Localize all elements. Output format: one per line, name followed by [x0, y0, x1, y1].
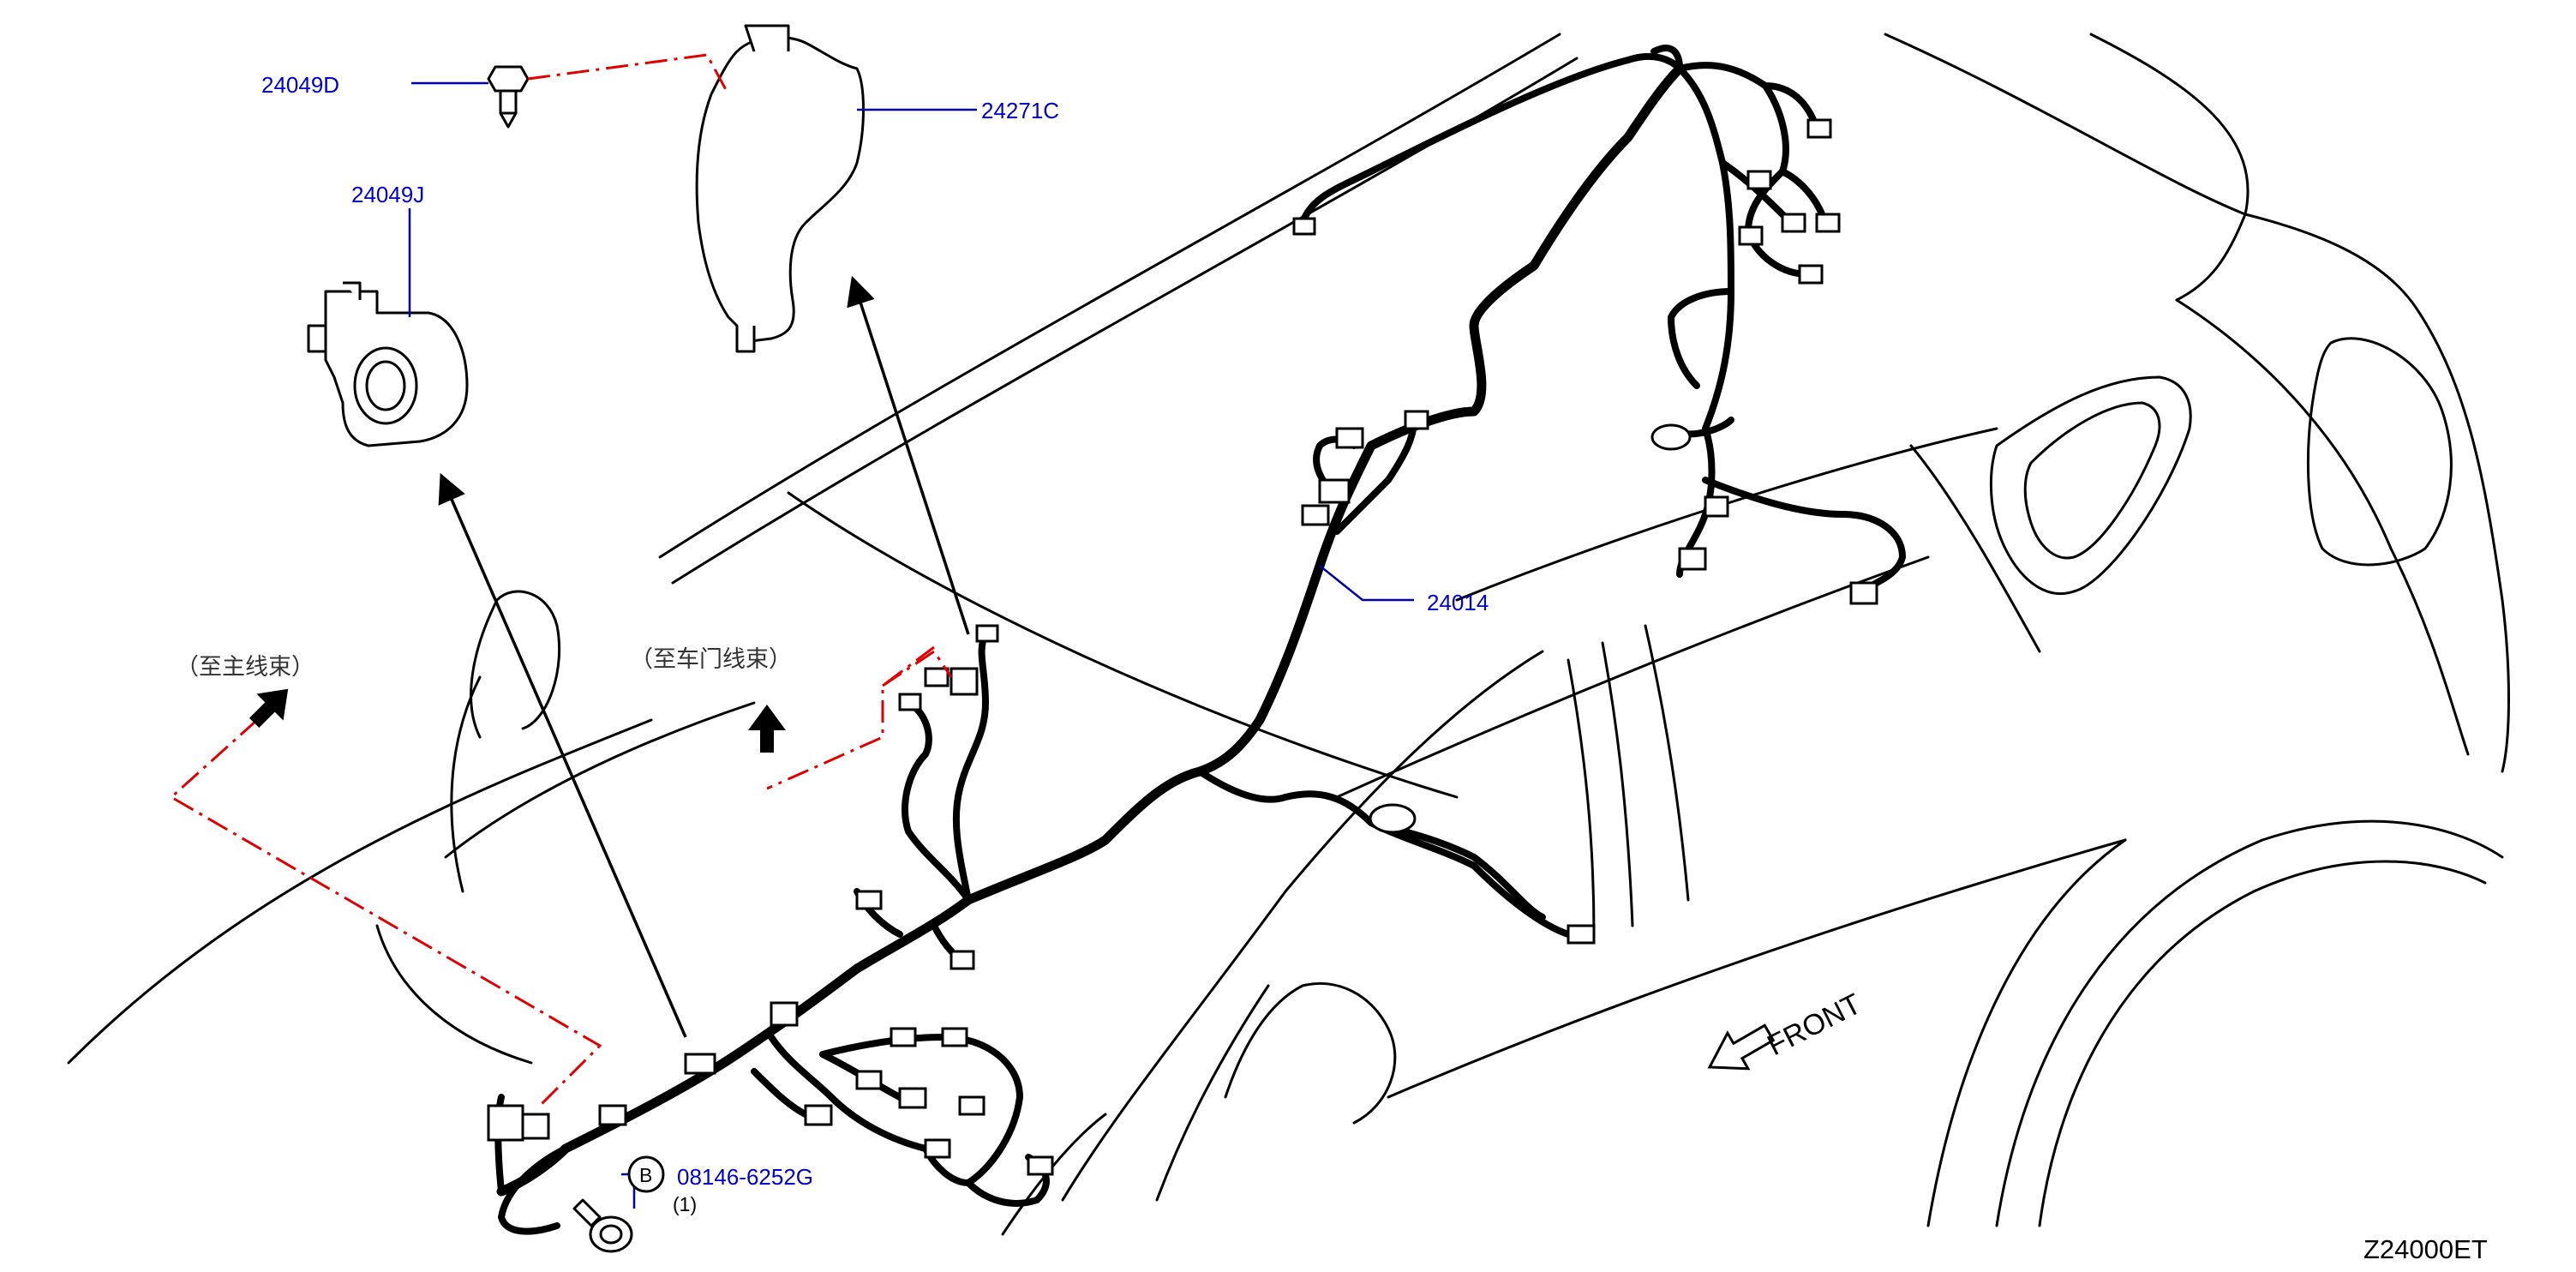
harness-connectors [487, 118, 1878, 1176]
marker-b-circle [627, 1155, 665, 1193]
bracket-24271c [695, 24, 865, 353]
reference-dash-lines [169, 53, 953, 1107]
clip-24049j [307, 281, 469, 447]
note-to-door-harness: （至车门线束） [630, 646, 792, 673]
label-24014: 24014 [1427, 590, 1489, 615]
front-arrow-icon [1707, 1023, 1776, 1071]
note-to-main-harness: （至主线束） [176, 654, 315, 681]
marker-b-label: B [639, 1164, 652, 1186]
bolt-24049d [487, 65, 530, 129]
pointer-arrows [438, 275, 970, 1038]
vehicle-body-outline [67, 33, 2510, 1236]
bolt-08146-6252g [572, 1198, 633, 1253]
label-08146-6252g: 08146-6252G [677, 1164, 813, 1190]
diagram-code: Z24000ET [2363, 1234, 2488, 1264]
label-24049j: 24049J [351, 182, 424, 207]
label-bolt-quantity: (1) [673, 1193, 697, 1215]
direction-up-arrow-main [249, 688, 289, 729]
leader-lines [408, 81, 1414, 1209]
front-label: FRONT [1762, 987, 1866, 1062]
label-24049d: 24049D [261, 72, 339, 98]
label-24271c: 24271C [981, 98, 1059, 123]
direction-up-arrow-door [748, 705, 786, 753]
